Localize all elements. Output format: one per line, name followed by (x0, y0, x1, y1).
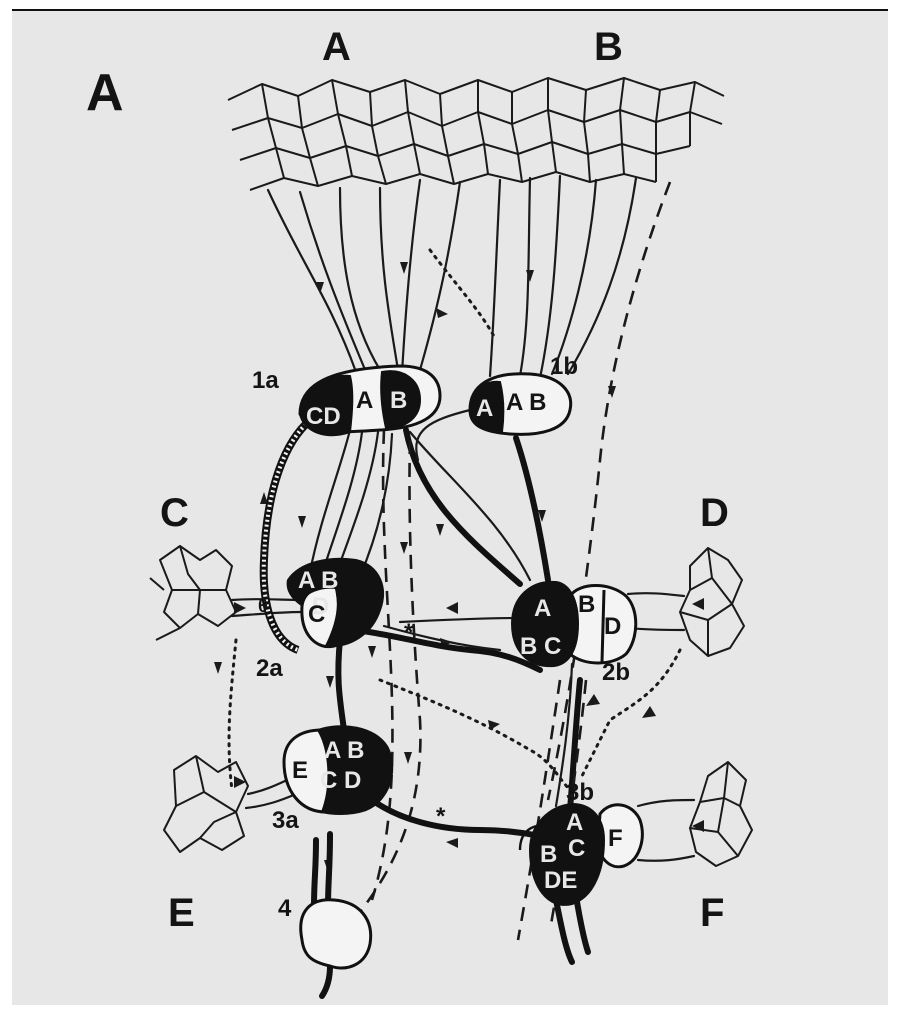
n2a-black-text-1: A B (298, 567, 338, 594)
n3b-black-text-3: B (540, 841, 557, 868)
n3b-black-text-2: C (568, 835, 585, 862)
asterisk-lower: * (436, 803, 446, 830)
cell-label-3b: 3b (566, 779, 594, 806)
cell-label-4: 4 (278, 895, 292, 922)
figure-background (12, 10, 888, 1005)
n1b-white-text: A B (506, 389, 546, 416)
region-label-d: D (700, 491, 729, 535)
n1a-black-b-text: B (390, 387, 407, 414)
n1a-white-text: A (356, 387, 373, 414)
n1b-black-text: A (476, 395, 493, 422)
n2b-white-d-text: D (604, 613, 621, 640)
neuron-4 (301, 900, 371, 968)
asterisk-upper: * (404, 619, 414, 646)
cell-label-1a: 1a (252, 367, 279, 394)
n2a-white-text: C (308, 601, 325, 628)
region-label-e: E (168, 891, 195, 935)
panel-label: A (86, 64, 124, 122)
n1a-black-text: CD (306, 403, 341, 430)
n2b-black-text-2: B C (520, 633, 561, 660)
n3b-black-text-1: A (566, 809, 583, 836)
n2b-black-text-1: A (534, 595, 551, 622)
n2a-theta: θ (258, 596, 268, 616)
cell-label-2a: 2a (256, 655, 283, 682)
n2b-white-b-text: B (578, 591, 595, 618)
n3b-black-text-4: DE (544, 867, 577, 894)
region-label-a: A (322, 25, 351, 69)
n3a-white-text: E (292, 757, 308, 784)
region-label-c: C (160, 491, 189, 535)
n3b-white-text: F (608, 825, 623, 852)
n3a-black-text-2: C D (320, 767, 361, 794)
n3a-black-text-1: A B (324, 737, 364, 764)
cell-label-3a: 3a (272, 807, 299, 834)
cell-label-1b: 1b (550, 353, 578, 380)
cell-label-2b: 2b (602, 659, 630, 686)
region-label-f: F (700, 891, 724, 935)
region-label-b: B (594, 25, 623, 69)
